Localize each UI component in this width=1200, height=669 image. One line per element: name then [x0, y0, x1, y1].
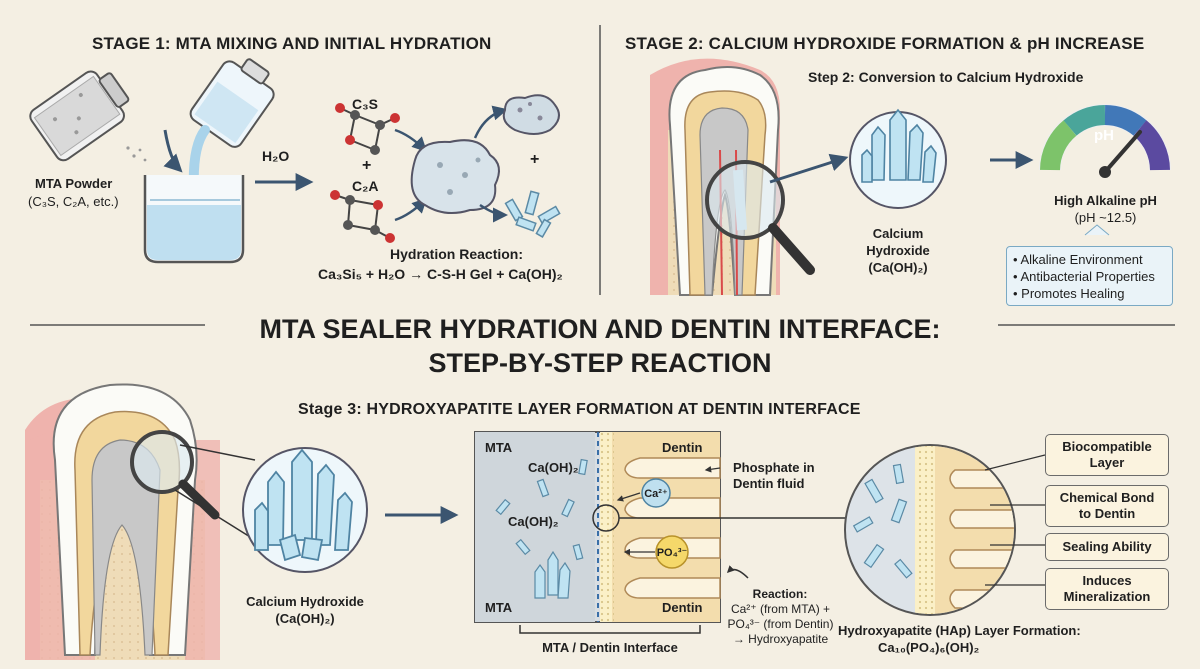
hap-zoom-circle [844, 444, 1016, 616]
mta-powder-bottle [29, 70, 147, 162]
property-line: Layer [1089, 455, 1125, 470]
hydration-reaction-equation: Ca₃Si₅ + H₂O → C-S-H Gel + Ca(OH)₂ [318, 266, 563, 282]
property-line: to Dentin [1078, 506, 1136, 521]
main-title-line2: STEP-BY-STEP REACTION [428, 348, 772, 378]
magnifier-stage3 [130, 430, 220, 520]
benefit-item: • Alkaline Environment [1013, 252, 1143, 267]
caoh-label-2: Hydroxide [866, 243, 930, 258]
benefits-box: • Alkaline Environment • Antibacterial P… [1006, 246, 1173, 306]
property-line: Biocompatible [1062, 439, 1152, 454]
crystal-circle-stage3 [242, 447, 368, 573]
molecule-c2a [330, 190, 395, 243]
stage3-caoh-label-2: (Ca(OH)₂) [275, 611, 335, 626]
arrow-gel-down [479, 203, 508, 223]
c3s-label: C₃S [352, 96, 378, 112]
stage3-title: Stage 3: HYDROXYAPATITE LAYER FORMATION … [298, 401, 861, 418]
reaction-line-1: Ca²⁺ (from MTA) + [730, 602, 831, 616]
ca-ion-label: Ca²⁺ [644, 488, 668, 500]
caoh-in-mta-1: Ca(OH)₂ [528, 460, 579, 475]
property-leaders [984, 454, 1046, 586]
reaction-title: Reaction: [752, 587, 808, 601]
molecule-c3s [335, 103, 400, 155]
ph-gauge [1039, 104, 1171, 178]
connector-1 [179, 444, 256, 461]
high-alkaline-title: High Alkaline pH [1054, 193, 1157, 208]
water-label: H₂O [262, 148, 290, 164]
tooth-stage3 [25, 383, 220, 660]
stage1-title: STAGE 1: MTA MIXING AND INITIAL HYDRATIO… [92, 34, 492, 53]
gel-cluster [502, 94, 560, 135]
property-line: Mineralization [1063, 589, 1151, 604]
water-bottle [188, 58, 275, 210]
magnifier-stage2 [705, 160, 815, 275]
bullets-pointer [1084, 224, 1110, 236]
arrow-powder-to-beaker [163, 129, 183, 173]
beaker [143, 175, 245, 264]
mta-powder-label: MTA Powder [35, 176, 113, 191]
po4-ion-label: PO₄³⁻ [656, 547, 688, 559]
property-line: Induces [1082, 573, 1132, 588]
hap-formula: Ca₁₀(PO₄)₆(OH)₂ [878, 640, 980, 655]
arrow-c3s-to-gel [394, 128, 428, 153]
csh-gel-blob [410, 139, 500, 215]
dentin-top-label: Dentin [662, 440, 703, 455]
gauge-ph-text: pH [1094, 127, 1114, 144]
hydration-reaction-title: Hydration Reaction: [390, 246, 524, 262]
property-line: Sealing Ability [1062, 539, 1152, 554]
caoh-label-3: (Ca(OH)₂) [868, 260, 928, 275]
mta-bottom-label: MTA [485, 600, 513, 615]
arrow-gel-up [473, 105, 508, 139]
dentin-bottom-label: Dentin [662, 600, 703, 615]
stage3-caoh-label-1: Calcium Hydroxide [246, 594, 364, 609]
phosphate-label-2: Dentin fluid [733, 476, 805, 491]
reaction-line-2: PO₄³⁻ (from Dentin) [727, 617, 834, 631]
plus-sign-right: + [530, 151, 540, 168]
main-title-line1: MTA SEALER HYDRATION AND DENTIN INTERFAC… [259, 314, 941, 344]
mta-powder-sub: (C₃S, C₂A, etc.) [28, 194, 119, 209]
property-sealing: Sealing Ability [1045, 533, 1169, 561]
interface-bracket [519, 625, 701, 634]
interface-label: MTA / Dentin Interface [542, 640, 678, 655]
arrow-reaction-to-interface [726, 565, 749, 579]
c2a-label: C₂A [352, 178, 379, 194]
stage2-title: STAGE 2: CALCIUM HYDROXIDE FORMATION & p… [625, 34, 1145, 53]
hap-title: Hydroxyapatite (HAp) Layer Formation: [838, 623, 1081, 638]
caoh-in-mta-2: Ca(OH)₂ [508, 514, 559, 529]
mta-top-label: MTA [485, 440, 513, 455]
benefit-item: • Promotes Healing [1013, 286, 1125, 301]
interface-panel [474, 431, 870, 623]
stage2-step-title: Step 2: Conversion to Calcium Hydroxide [808, 69, 1084, 85]
plus-sign: + [362, 157, 372, 174]
property-line: Chemical Bond [1059, 490, 1155, 505]
phosphate-label-1: Phosphate in [733, 460, 815, 475]
caoh-label-1: Calcium [872, 226, 924, 241]
benefit-item: • Antibacterial Properties [1013, 269, 1155, 284]
crystal-circle-stage2 [849, 108, 947, 209]
arrow-magnifier-to-crystal [769, 153, 849, 184]
reaction-line-3: → Hydroxyapatite [732, 632, 829, 646]
connector-2 [174, 489, 256, 541]
small-crystals-stage1 [504, 190, 561, 238]
ph-value: (pH ~12.5) [1074, 210, 1137, 225]
